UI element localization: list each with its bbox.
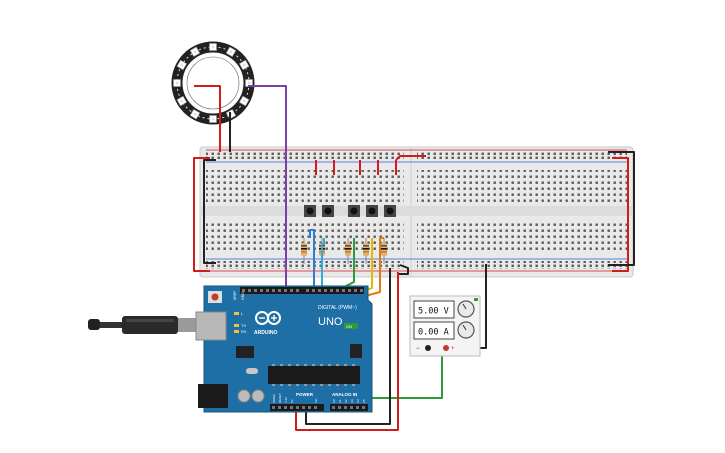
aref-label: AREF — [233, 291, 237, 300]
power-supply: 5.00 V 0.00 A − + — [409, 295, 481, 357]
a0-label: A0 — [332, 399, 336, 403]
signal-wire-blue — [309, 229, 315, 302]
positive-terminal[interactable]: + — [443, 345, 455, 352]
neopixel-ring — [171, 41, 255, 125]
push-button-2[interactable] — [322, 205, 334, 217]
digital-header — [240, 287, 364, 294]
l-led-label: L — [241, 311, 244, 316]
neopixel-led-lens — [180, 99, 184, 103]
reset-button[interactable] — [208, 291, 222, 303]
top-power-rail — [206, 149, 627, 163]
resistors — [301, 238, 387, 264]
ring-leds — [173, 43, 253, 123]
negative-terminal[interactable]: − — [416, 345, 431, 352]
breadboard-to-arduino-black — [305, 268, 391, 425]
neopixel-led-lens — [180, 63, 184, 67]
reset-pin-label: RESET — [278, 393, 282, 403]
push-button-5[interactable] — [384, 205, 396, 217]
arduino-logo — [255, 311, 281, 325]
vin-label: Vin — [314, 398, 318, 403]
resistor-3 — [345, 238, 351, 264]
resistor-5 — [381, 238, 387, 264]
bottom-terminal-strip — [206, 220, 627, 252]
current-display: 0.00 A — [413, 321, 455, 340]
v33-label: 3.3V — [284, 397, 288, 403]
analog-header — [330, 404, 368, 411]
a2-label: A2 — [344, 399, 348, 403]
a1-label: A1 — [338, 399, 342, 403]
neopixel-led-lens — [211, 45, 215, 49]
voltage-display: 5.00 V — [413, 300, 455, 319]
analog-label: ANALOG IN — [332, 392, 357, 397]
neopixel-led-lens — [211, 117, 215, 121]
left-rail-red-wire — [193, 157, 210, 272]
ring-data-wire — [248, 85, 287, 292]
v5-label: 5V — [290, 399, 294, 403]
neopixel-led-lens — [175, 81, 179, 85]
tx-label: TX — [241, 323, 246, 328]
arduino-uno: DIGITAL (PWM~) AREF GND L TX RX ARDUINO … — [195, 285, 373, 413]
right-rail-red-wire — [612, 157, 629, 272]
usb-cable — [88, 316, 204, 334]
signal-wire-cyan — [321, 238, 325, 302]
atmega-chip — [268, 366, 360, 384]
current-knob[interactable] — [457, 321, 475, 339]
digital-label: DIGITAL (PWM~) — [318, 305, 357, 311]
neopixel-led-lens — [193, 50, 197, 54]
usb-jack — [195, 311, 227, 341]
button-power-jumpers — [315, 160, 397, 175]
a5-label: A5 — [362, 399, 366, 403]
neopixel-led-lens — [242, 99, 246, 103]
a3-label: A3 — [350, 399, 354, 403]
breadboard — [199, 146, 634, 278]
rx-label: RX — [241, 329, 247, 334]
top-terminal-strip — [206, 170, 627, 202]
bottom-power-rail — [206, 258, 627, 272]
wires — [193, 85, 635, 431]
current-readout: 0.00 A — [418, 328, 449, 338]
right-rail-black-wire — [608, 151, 635, 266]
center-channel — [200, 206, 633, 216]
neopixel-led-lens — [193, 112, 197, 116]
positive-terminal-label: + — [451, 346, 455, 352]
uno-label: UNO — [318, 316, 343, 328]
neopixel-led-lens — [229, 50, 233, 54]
resistor-1 — [301, 238, 307, 264]
neopixel-led-lens — [247, 81, 251, 85]
mid-rail-red-jumper — [395, 155, 426, 161]
breadboard-to-arduino-red — [295, 272, 399, 431]
power-label: POWER — [296, 392, 314, 397]
barrel-jack — [198, 384, 228, 408]
push-buttons — [304, 205, 396, 217]
ring-power-wire — [194, 85, 221, 152]
gnd-top-label: GND — [241, 292, 245, 300]
mid-rail-black-jumper — [398, 264, 409, 275]
psu-positive-wire — [366, 348, 443, 399]
ioref-label: IOREF — [272, 394, 276, 403]
negative-terminal-label: − — [416, 346, 420, 352]
voltage-readout: 5.00 V — [418, 307, 449, 317]
resistor-4 — [363, 238, 369, 264]
on-label: ON — [346, 324, 352, 329]
push-button-3[interactable] — [348, 205, 360, 217]
a4-label: A4 — [356, 399, 360, 403]
push-button-1[interactable] — [304, 205, 316, 217]
push-button-4[interactable] — [366, 205, 378, 217]
voltage-knob[interactable] — [457, 300, 475, 318]
arduino-brand: ARDUINO — [254, 330, 277, 336]
left-rail-black-wire — [203, 159, 216, 264]
neopixel-led-lens — [242, 63, 246, 67]
